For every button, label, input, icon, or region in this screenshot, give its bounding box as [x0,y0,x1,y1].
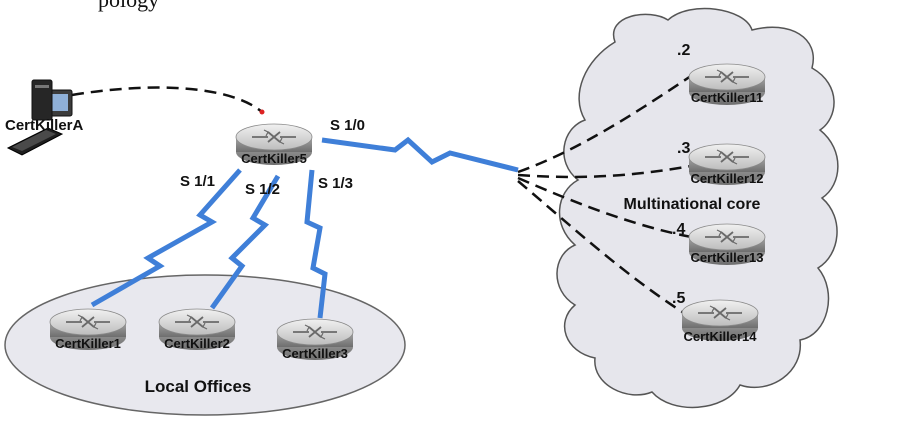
multinational-core-label: Multinational core [624,196,761,213]
address-label-2: .2 [677,42,690,59]
link-endpoint-dot [259,109,265,115]
router-label-certkiller12: CertKiller12 [691,171,764,186]
multinational-core-cloud [556,7,839,409]
router-label-certkiller5: CertKiller5 [241,151,307,166]
interface-label-s10: S 1/0 [330,117,365,134]
router-label-certkiller14: CertKiller14 [684,329,758,344]
partial-heading-text: pology [98,0,159,13]
local-offices-label: Local Offices [145,377,252,396]
host-to-router-link [71,86,263,113]
address-label-5: .5 [672,290,685,307]
serial-link-s12 [209,174,281,310]
router-label-certkiller11: CertKiller11 [691,90,763,105]
address-label-3: .3 [677,140,690,157]
router-label-certkiller2: CertKiller2 [164,336,230,351]
router-label-certkiller1: CertKiller1 [55,336,121,351]
router-label-certkiller13: CertKiller13 [691,250,764,265]
address-label-4: .4 [672,221,685,238]
serial-link-s10 [321,136,519,173]
core-link-13 [517,176,698,240]
core-link-11 [517,70,698,174]
core-link-12 [517,163,698,179]
interface-label-s13: S 1/3 [318,175,353,192]
serial-link-s13 [304,169,328,319]
interface-label-s11: S 1/1 [180,173,215,190]
computer-host-icon [6,79,73,156]
router-label-certkiller3: CertKiller3 [282,346,348,361]
core-link-14 [517,180,693,320]
interface-label-s12: S 1/2 [245,181,280,198]
host-label: CertKillerA [5,117,84,134]
serial-link-s11 [90,168,242,308]
